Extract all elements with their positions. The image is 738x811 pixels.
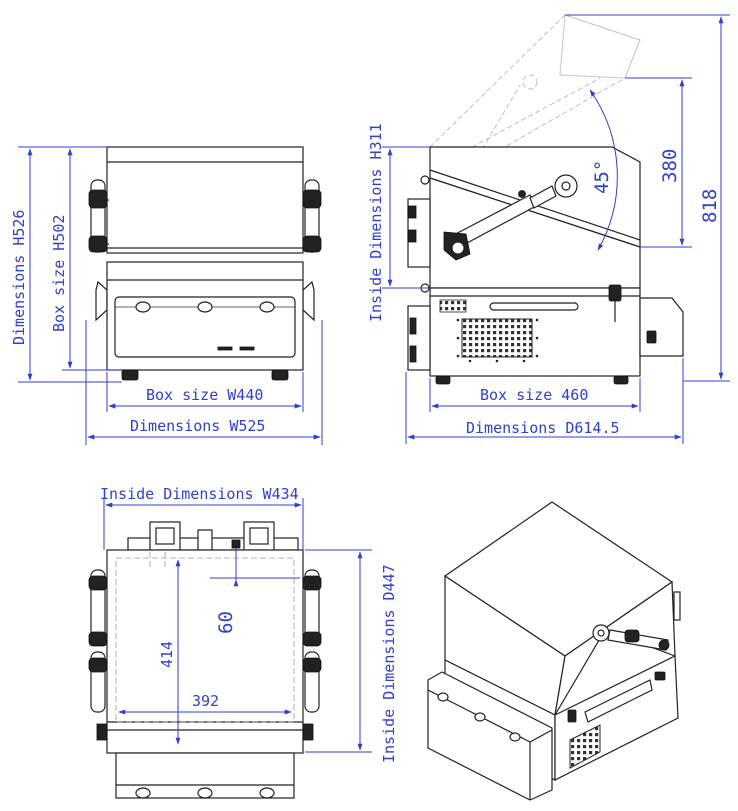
side-arm-assembly — [443, 174, 578, 261]
label-side-angle: 45° — [591, 160, 613, 194]
isometric-view — [427, 501, 681, 801]
iso-arm — [592, 624, 670, 651]
top-right-handle — [302, 569, 322, 741]
side-rear-extension — [639, 297, 684, 357]
top-box — [106, 549, 304, 754]
top-left-handle — [88, 569, 108, 741]
top-port-1 — [135, 787, 151, 799]
side-latch — [608, 284, 622, 302]
label-side-inside-height: Inside Dimensions H311 — [367, 123, 385, 322]
label-front-height-overall: Dimensions H526 — [10, 210, 28, 345]
iso-front-panel — [427, 671, 553, 801]
label-side-height-818: 818 — [699, 189, 721, 223]
side-vent-grille — [461, 318, 533, 358]
front-left-handle — [88, 179, 109, 253]
label-front-height-box: Box size H502 — [50, 215, 68, 332]
front-foot-left — [121, 369, 139, 381]
label-top-dim-60: 60 — [215, 611, 237, 634]
front-dimensions: Dimensions H526 Box size H502 Box size W… — [10, 146, 323, 445]
iso-port-3 — [509, 732, 521, 742]
front-view — [88, 146, 322, 381]
top-port-2 — [197, 787, 213, 799]
front-right-handle — [302, 179, 322, 253]
label-top-inside-depth: Inside Dimensions D447 — [380, 564, 398, 763]
side-foot-right — [613, 375, 629, 385]
top-view — [88, 521, 322, 799]
label-side-height-380: 380 — [659, 149, 681, 183]
side-foot-left — [435, 375, 451, 385]
side-power-switch — [646, 330, 657, 344]
label-side-depth-overall: Dimensions D614.5 — [466, 419, 620, 437]
front-port-2 — [197, 301, 213, 313]
label-side-depth-box: Box size 460 — [480, 386, 588, 404]
top-dimensions: Inside Dimensions W434 Inside Dimensions… — [100, 485, 398, 763]
label-top-dim-414: 414 — [158, 641, 176, 668]
top-port-3 — [259, 787, 275, 799]
side-dimensions: Inside Dimensions H311 45° 380 818 Box s… — [367, 14, 730, 444]
front-panel-window — [114, 296, 296, 358]
front-port-3 — [259, 301, 275, 313]
label-front-width-box: Box size W440 — [146, 386, 263, 404]
label-front-width-overall: Dimensions W525 — [130, 417, 265, 435]
side-angle-arc — [589, 89, 618, 251]
front-foot-right — [271, 369, 289, 381]
iso-slot — [584, 679, 653, 723]
iso-vent-grille — [569, 724, 601, 769]
front-body — [106, 261, 304, 371]
front-lid — [106, 146, 304, 254]
side-view — [407, 14, 684, 385]
side-slot — [489, 302, 579, 311]
iso-port-2 — [474, 712, 486, 722]
front-port-1 — [135, 301, 151, 313]
top-equipment — [127, 521, 299, 551]
label-top-inside-width: Inside Dimensions W434 — [100, 485, 299, 503]
iso-port-1 — [437, 692, 449, 702]
label-top-dim-392: 392 — [192, 692, 219, 710]
